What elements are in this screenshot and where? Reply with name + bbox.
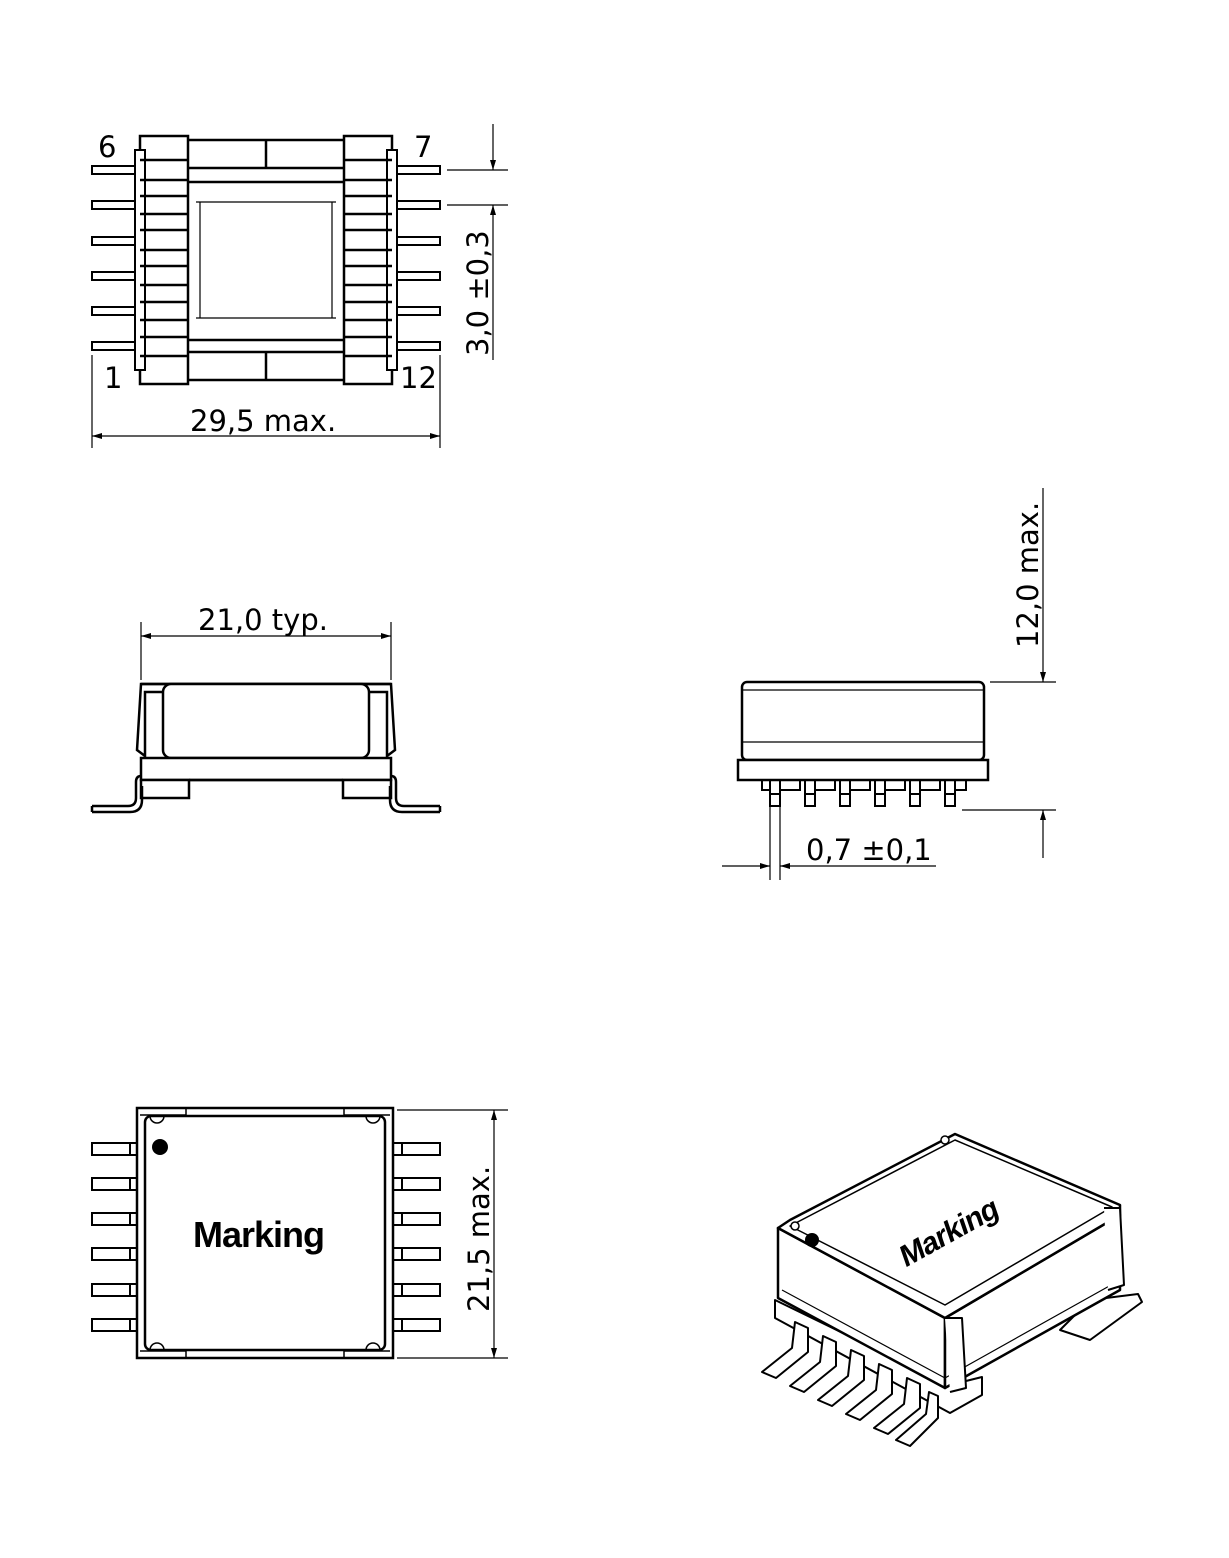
- overall-width-label: 29,5 max.: [190, 404, 336, 438]
- pitch-dimension: [447, 124, 508, 360]
- width-dimension: [92, 355, 440, 448]
- height-label: 12,0 max.: [1011, 502, 1045, 648]
- side-view-pins: [722, 488, 1056, 880]
- isometric-view: [762, 1134, 1142, 1446]
- pin-label-1: 1: [104, 361, 122, 395]
- left-flange: [135, 136, 188, 384]
- pin-pitch-label: 3,0 ±0,3: [461, 230, 495, 356]
- core-width-label: 21,0 typ.: [198, 603, 328, 637]
- core-width-dimension: [141, 622, 391, 680]
- right-flange: [344, 136, 397, 384]
- pin-standoffs: [762, 780, 966, 790]
- side-view-front: [92, 622, 440, 812]
- pin-width-label: 0,7 ±0,1: [806, 833, 932, 867]
- iso-leads: [762, 1322, 938, 1446]
- body-length-label: 21,5 max.: [462, 1166, 496, 1312]
- pin-width-dimension: [722, 806, 936, 880]
- top-view-cover: [92, 1108, 508, 1358]
- pin-leads: [770, 780, 955, 806]
- pin1-marker-dot: [152, 1139, 168, 1155]
- left-pins: [92, 166, 140, 350]
- pin-label-12: 12: [400, 361, 437, 395]
- length-dimension: [397, 1110, 508, 1358]
- top-view: [92, 124, 508, 448]
- pin-label-7: 7: [414, 130, 432, 164]
- height-dimension: [962, 488, 1056, 858]
- cover-right-pins: [392, 1143, 440, 1331]
- iso-pin1-marker: [805, 1233, 819, 1247]
- marking-label: Marking: [193, 1214, 324, 1255]
- cover-left-pins: [92, 1143, 140, 1331]
- pin-label-6: 6: [98, 130, 116, 164]
- core: [186, 140, 346, 380]
